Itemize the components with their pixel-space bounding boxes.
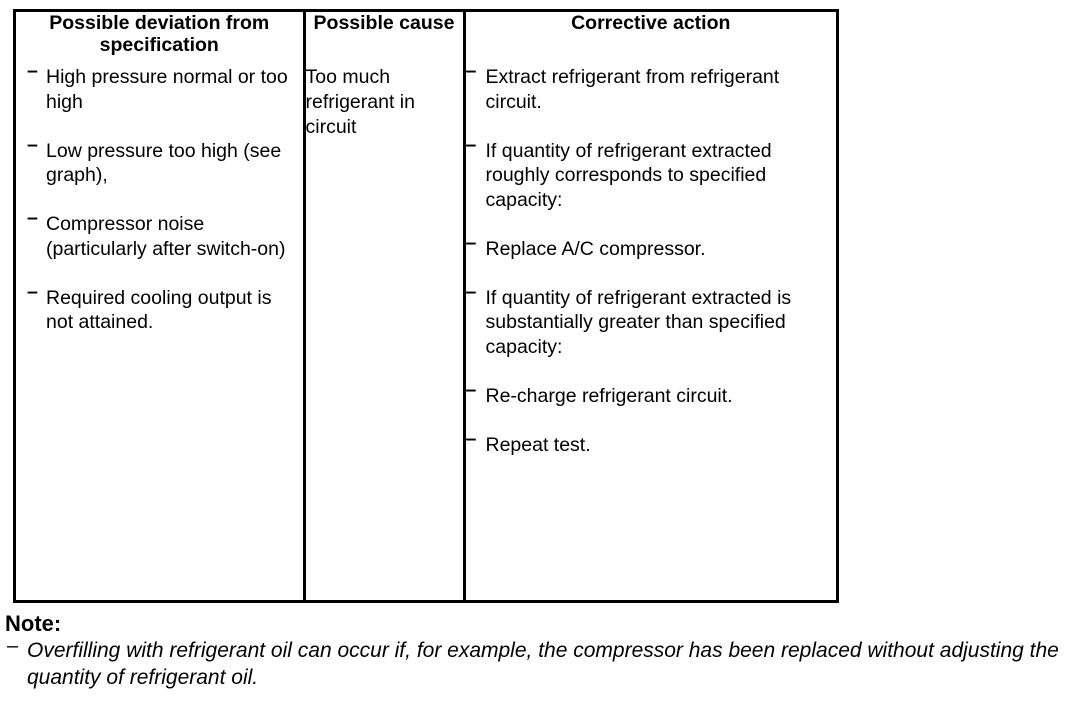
list-item-text: Low pressure too high (see graph), <box>46 139 282 187</box>
list-item: – Replace A/C compressor. <box>466 232 837 262</box>
list-item: – Required cooling output is not attaine… <box>27 281 303 336</box>
column-header-cause: Possible cause <box>302 12 464 65</box>
note-section: Note: – Overfilling with refrigerant oil… <box>5 611 1065 692</box>
dash-bullet-icon: – <box>27 207 38 230</box>
dash-bullet-icon: – <box>465 280 477 303</box>
list-item: – If quantity of refrigerant extracted r… <box>466 134 837 213</box>
list-item: – Repeat test. <box>466 428 837 458</box>
dash-bullet-icon: – <box>465 60 477 83</box>
list-item-text: Required cooling output is not attained. <box>46 286 272 334</box>
table-header: Possible deviation from specification Po… <box>16 12 836 65</box>
table-body: – High pressure normal or too high – Low… <box>16 60 837 600</box>
dash-bullet-icon: – <box>465 378 477 401</box>
column-header-action: Corrective action <box>462 12 836 65</box>
table: Possible deviation from specification Po… <box>16 12 836 600</box>
note-item-text: Overfilling with refrigerant oil can occ… <box>27 639 1059 690</box>
deviation-list: – High pressure normal or too high – Low… <box>27 60 303 336</box>
table-row: – High pressure normal or too high – Low… <box>16 60 837 600</box>
dash-bullet-icon: – <box>465 133 477 156</box>
column-header-deviation: Possible deviation from specification <box>49 12 270 57</box>
list-item-text: Repeat test. <box>485 433 591 456</box>
list-item: – Low pressure too high (see graph), <box>27 134 303 189</box>
dash-bullet-icon: – <box>465 231 477 254</box>
fault-diagnosis-table: Possible deviation from specification Po… <box>13 9 839 603</box>
header-row: Possible deviation from specification Po… <box>16 12 836 65</box>
dash-bullet-icon: – <box>27 60 38 83</box>
cell-possible-deviation: – High pressure normal or too high – Low… <box>16 60 304 600</box>
note-title: Note: <box>5 611 62 636</box>
list-item-text: Replace A/C compressor. <box>485 237 706 260</box>
cell-corrective-action: – Extract refrigerant from refrigerant c… <box>462 60 837 600</box>
list-item-text: Re-charge refrigerant circuit. <box>485 384 733 407</box>
dash-bullet-icon: – <box>27 133 38 156</box>
list-item-text: Extract refrigerant from refrigerant cir… <box>485 66 780 113</box>
action-list: – Extract refrigerant from refrigerant c… <box>466 60 837 458</box>
cell-possible-cause: Too much refrigerant in circuit <box>302 65 464 600</box>
dash-bullet-icon: – <box>465 427 477 450</box>
list-item-text: If quantity of refrigerant extracted is … <box>485 286 792 359</box>
list-item: – Re-charge refrigerant circuit. <box>466 379 837 409</box>
list-item-text: If quantity of refrigerant extracted rou… <box>485 139 772 212</box>
list-item: – Compressor noise (particularly after s… <box>27 207 303 262</box>
list-item: – High pressure normal or too high <box>27 60 303 115</box>
cause-text: Too much refrigerant in circuit <box>305 66 415 138</box>
dash-bullet-icon: – <box>7 634 19 657</box>
list-item: – If quantity of refrigerant extracted i… <box>466 281 837 360</box>
note-item: – Overfilling with refrigerant oil can o… <box>5 635 1065 692</box>
list-item-text: High pressure normal or too high <box>46 66 288 113</box>
dash-bullet-icon: – <box>27 280 38 303</box>
list-item-text: Compressor noise (particularly after swi… <box>46 213 286 260</box>
list-item: – Extract refrigerant from refrigerant c… <box>466 60 837 115</box>
